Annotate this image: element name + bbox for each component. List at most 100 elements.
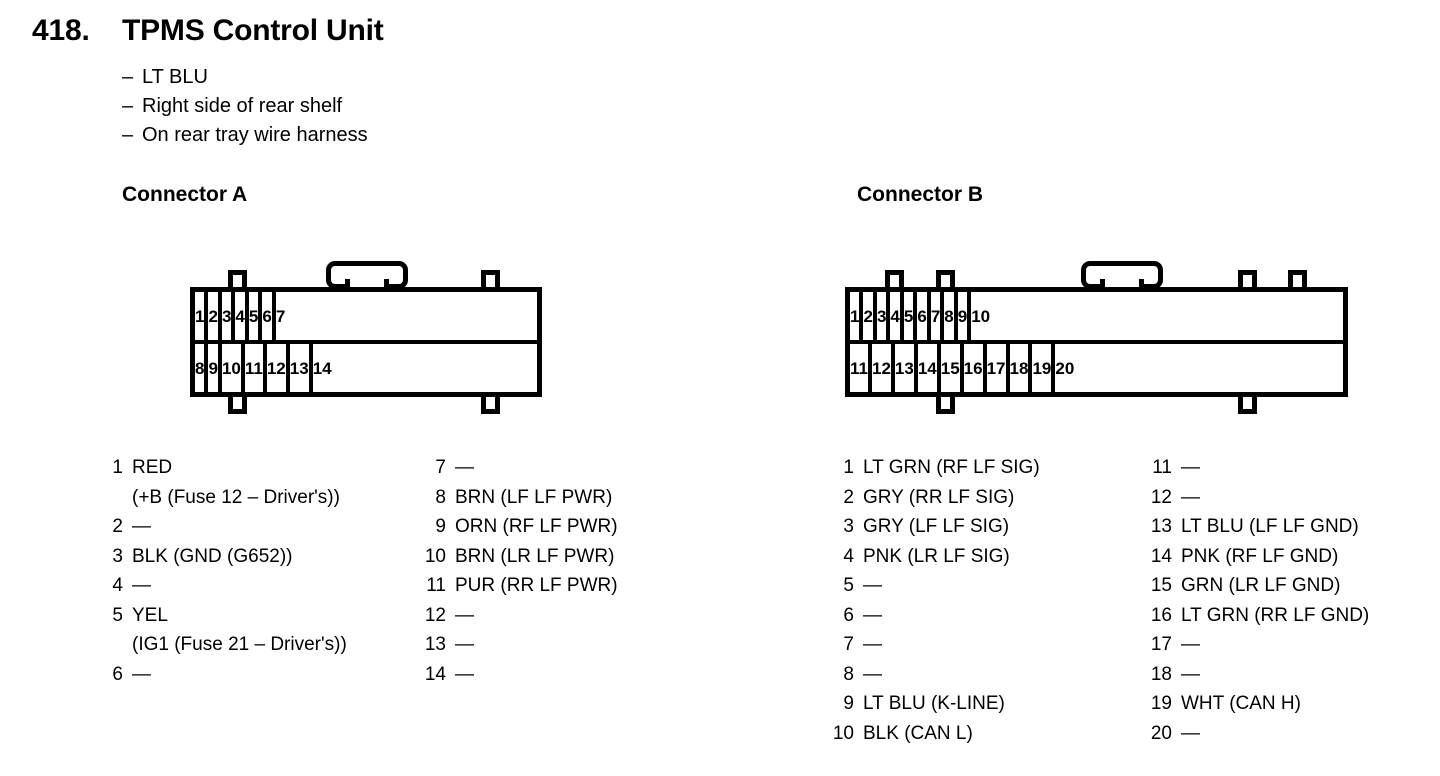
pin-description: PNK (LR LF SIG) xyxy=(863,545,1010,567)
pin-number: 6 xyxy=(112,663,123,685)
pin-row: 20 — xyxy=(1146,723,1369,753)
pin-number: 3 xyxy=(112,545,123,567)
connector-b-pin-cell: 10 xyxy=(971,292,991,340)
connector-a-body: 1 2 3 4 5 6 7 8 9 10 11 12 13 14 xyxy=(190,287,542,397)
connector-b-pin-cell: 11 xyxy=(850,344,872,392)
header-note-text: On rear tray wire harness xyxy=(142,124,368,146)
pin-row: 3 BLK (GND (G652)) xyxy=(97,546,347,576)
connector-b-tab-top-1 xyxy=(885,270,904,289)
pin-number: 10 xyxy=(832,722,854,744)
connector-b-pin-cell: 13 xyxy=(894,344,918,392)
pin-description: — xyxy=(1181,663,1200,685)
pin-row: 9 LT BLU (K-LINE) xyxy=(828,693,1040,723)
pin-number: 6 xyxy=(843,604,854,626)
pin-description: WHT (CAN H) xyxy=(1181,693,1301,714)
pin-row: 14 PNK (RF LF GND) xyxy=(1146,546,1369,576)
connector-a-pin-cell: 10 xyxy=(221,344,245,392)
pin-row: 12 — xyxy=(1146,487,1369,517)
pin-number: 19 xyxy=(1150,693,1172,714)
pin-row: 15 GRN (LR LF GND) xyxy=(1146,575,1369,605)
pin-description: LT BLU (LF LF GND) xyxy=(1181,516,1359,537)
pin-number: 14 xyxy=(1150,545,1172,567)
header-note: –Right side of rear shelf xyxy=(122,92,368,121)
pin-row: 2 — xyxy=(97,516,347,546)
pin-description: — xyxy=(455,457,474,478)
connector-a-pin-cell: 7 xyxy=(275,292,286,340)
connector-b-pin-cell: 9 xyxy=(957,292,972,340)
pin-row: 19 WHT (CAN H) xyxy=(1146,693,1369,723)
connector-b-pin-list-right: 11 — 12 — 13 LT BLU (LF LF GND) 14 PNK (… xyxy=(1146,457,1369,752)
header-note-text: LT BLU xyxy=(142,66,208,88)
pin-row: 1 LT GRN (RF LF SIG) xyxy=(828,457,1039,487)
connector-a-pin-cell: 13 xyxy=(289,344,313,392)
connector-a-tab-top-left xyxy=(228,270,247,289)
pin-number: 17 xyxy=(1150,634,1172,655)
pin-description: RED xyxy=(132,457,173,478)
connector-b-tab-top-2 xyxy=(936,270,955,289)
pin-row: 5 YEL xyxy=(97,605,347,635)
connector-a-pin-list-right: 7 — 8 BRN (LF LF PWR) 9 ORN (RF LF PWR) … xyxy=(420,457,618,693)
header-note: –LT BLU xyxy=(122,63,368,92)
page-title-number: 418. xyxy=(32,14,90,47)
pin-number: 20 xyxy=(1150,722,1172,744)
pin-number: 5 xyxy=(843,575,854,596)
pin-description: — xyxy=(863,604,882,626)
connector-b-pin-cell: 3 xyxy=(876,292,891,340)
pin-row: 8 — xyxy=(828,664,1040,694)
pin-description: BRN (LF LF PWR) xyxy=(455,486,613,508)
connector-b-body: 1 2 3 4 5 6 7 8 9 10 11 12 13 14 15 16 1… xyxy=(845,287,1348,397)
connector-b-tab-top-4 xyxy=(1288,270,1307,289)
pin-row: 12 — xyxy=(420,605,618,635)
connector-a-tab-top-right xyxy=(481,270,500,289)
pin-row: 6 — xyxy=(97,664,347,694)
note-dash-icon: – xyxy=(122,95,134,117)
pin-number: 11 xyxy=(426,575,446,596)
connector-b-heading: Connector B xyxy=(857,183,983,206)
pin-number: 3 xyxy=(843,516,854,537)
connector-b-pin-cell: 1 xyxy=(850,292,864,340)
pin-number: 7 xyxy=(435,457,446,478)
connector-b-pin-cell: 2 xyxy=(863,292,877,340)
pin-row: 5 — xyxy=(828,575,1040,605)
connector-b-pin-cell: 6 xyxy=(917,292,931,340)
connector-b-row-bottom: 11 12 13 14 15 16 17 18 19 20 xyxy=(850,344,1343,392)
pin-row: 18 — xyxy=(1146,664,1369,694)
pin-row: 6 — xyxy=(828,605,1040,635)
connector-b-pin-cell: 4 xyxy=(890,292,904,340)
pin-description: BLK (CAN L) xyxy=(863,722,973,744)
pin-row: 2 GRY (RR LF SIG) xyxy=(828,487,1040,517)
pin-description: — xyxy=(132,575,151,596)
pin-row: 7 — xyxy=(420,457,618,487)
pin-number: 8 xyxy=(435,486,446,508)
pin-number: 2 xyxy=(112,516,123,537)
pin-row: 14 — xyxy=(420,664,618,694)
pin-description: — xyxy=(455,663,474,685)
connector-b-pin-cell: 14 xyxy=(917,344,941,392)
pin-description: — xyxy=(132,516,151,537)
pin-number: 4 xyxy=(843,545,854,567)
pin-description: — xyxy=(1181,634,1200,655)
connector-b-pin-cell: 12 xyxy=(871,344,895,392)
connector-b-tab-bottom-2 xyxy=(1238,395,1257,414)
connector-b-pin-list-left: 1 LT GRN (RF LF SIG) 2 GRY (RR LF SIG) 3… xyxy=(828,457,1040,752)
pin-description: — xyxy=(1181,457,1200,478)
connector-a-pin-cell: 5 xyxy=(248,292,263,340)
pin-row: 7 — xyxy=(828,634,1040,664)
pin-description: PNK (RF LF GND) xyxy=(1181,545,1339,567)
pin-row: 17 — xyxy=(1146,634,1369,664)
pin-number: 1 xyxy=(843,457,854,478)
pin-description: — xyxy=(455,604,474,626)
pin-row-continuation: (IG1 (Fuse 21 – Driver's)) xyxy=(97,634,347,664)
pin-row: 11 PUR (RR LF PWR) xyxy=(420,575,617,605)
note-dash-icon: – xyxy=(122,66,134,88)
pin-description: — xyxy=(863,663,882,685)
connector-b-pin-cell: 7 xyxy=(930,292,945,340)
connector-b-tab-top-3 xyxy=(1238,270,1257,289)
pin-description: — xyxy=(1181,722,1200,744)
pin-row: 1 RED xyxy=(97,457,347,487)
pin-row: 11 — xyxy=(1146,457,1369,487)
pin-description-sub: (IG1 (Fuse 21 – Driver's)) xyxy=(132,634,347,655)
pin-description: ORN (RF LF PWR) xyxy=(455,516,618,537)
connector-b-pin-cell: 19 xyxy=(1032,344,1056,392)
pin-number: 12 xyxy=(1150,486,1172,508)
